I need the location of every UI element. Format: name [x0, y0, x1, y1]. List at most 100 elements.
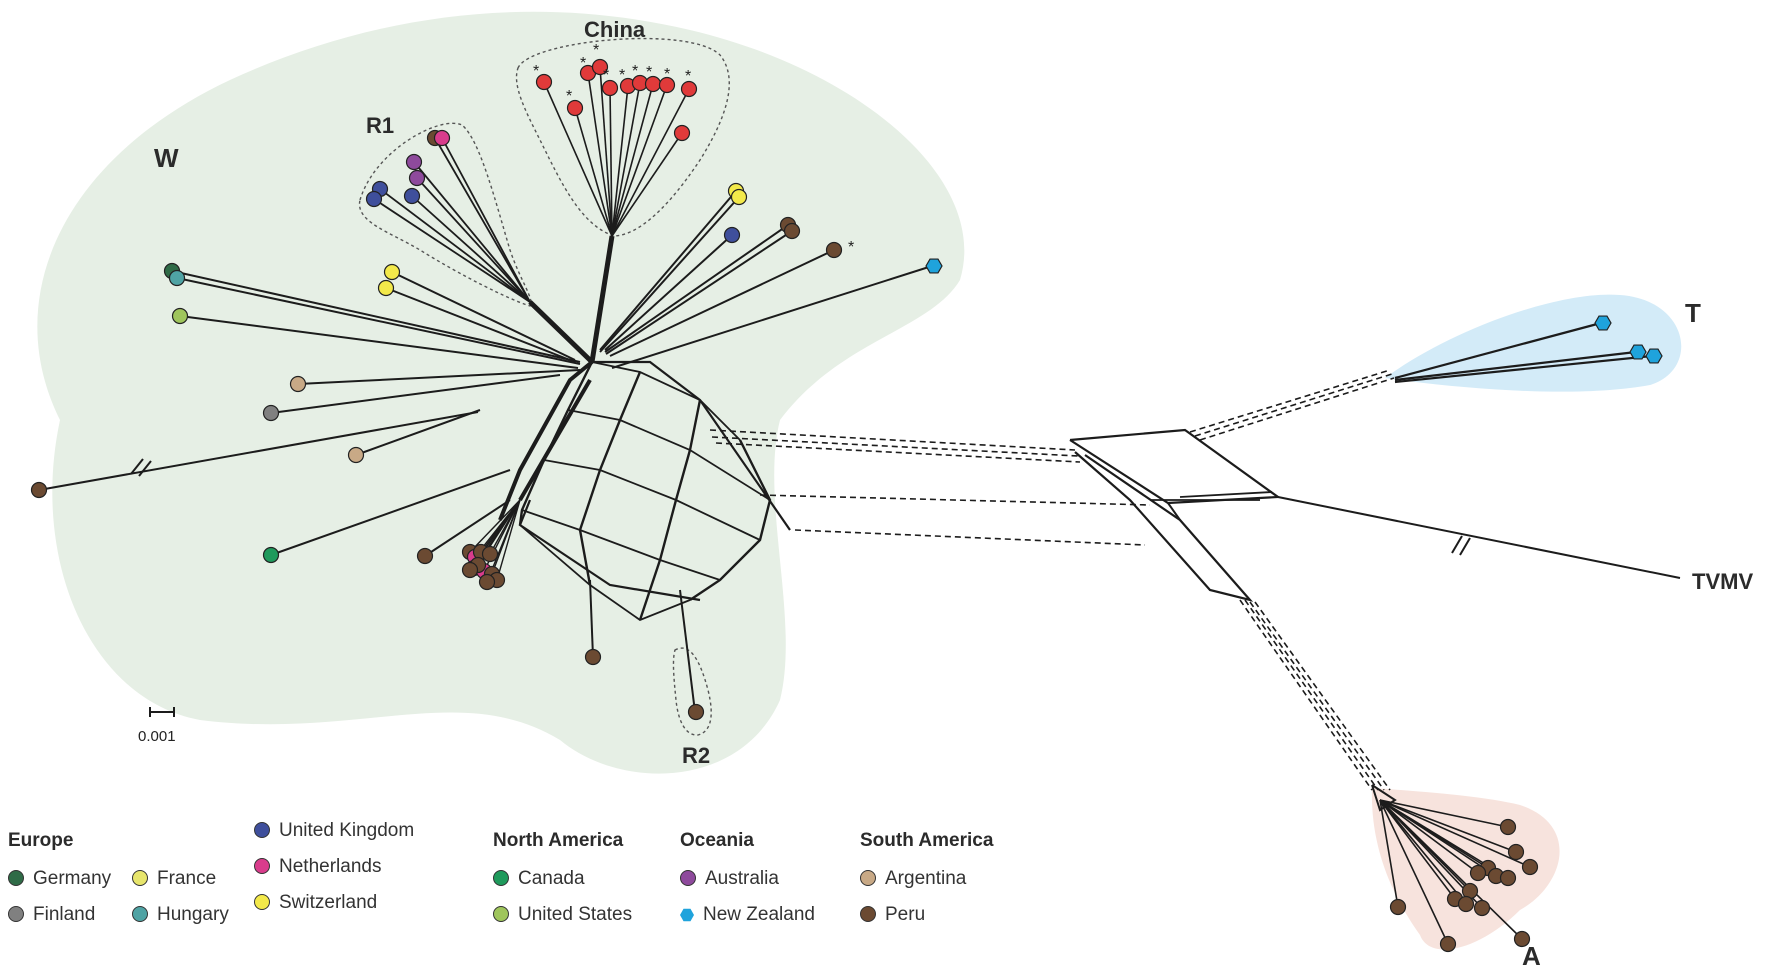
network-edge — [518, 378, 592, 502]
network-edge — [1254, 601, 1391, 791]
legend-item-peru: Peru — [860, 904, 993, 926]
sample-node — [377, 279, 395, 297]
sample-node-china — [658, 76, 676, 94]
network-edge — [589, 579, 594, 658]
legend-item-argentina: Argentina — [860, 868, 993, 890]
sample-node — [687, 703, 705, 721]
network-edge — [521, 509, 721, 581]
legend-swatch — [254, 894, 270, 910]
label-cluster-china: China — [584, 17, 646, 42]
network-edge — [1179, 491, 1273, 498]
label-group-a: A — [1522, 941, 1541, 971]
legend-swatch — [493, 906, 509, 922]
legend-swatch — [860, 906, 876, 922]
legend-item-united-kingdom: United Kingdom — [254, 820, 414, 842]
sample-node-peru — [1469, 864, 1487, 882]
legend-col-oceania: Oceania Australia New Zealand — [680, 828, 815, 926]
network-edge — [715, 442, 1081, 463]
network-edge — [1239, 599, 1373, 791]
network-edge — [1189, 369, 1391, 433]
sample-node-peru — [1521, 858, 1539, 876]
network-edge — [176, 277, 581, 365]
network-edge — [424, 499, 511, 557]
sample-node — [723, 226, 741, 244]
network-edge — [1379, 799, 1449, 945]
legend-item-australia: Australia — [680, 868, 815, 890]
legend-item-france: France — [132, 868, 229, 890]
network-edge — [528, 300, 594, 364]
network-edge — [611, 84, 668, 237]
sample-node — [481, 545, 499, 563]
network-edge — [709, 429, 1076, 451]
network-edge — [1379, 799, 1523, 940]
network-edge — [391, 271, 576, 361]
sample-node — [383, 263, 401, 281]
network-edge — [179, 315, 579, 369]
asterisk-marker: * — [593, 42, 599, 59]
asterisk-marker: * — [646, 64, 652, 81]
legend-item-germany: Germany — [8, 868, 111, 890]
scale-bar — [149, 707, 175, 717]
sample-node-peru — [1473, 899, 1491, 917]
asterisk-marker: * — [632, 63, 638, 80]
network-edge — [38, 411, 479, 491]
network-edge — [270, 469, 511, 556]
network-edge — [1394, 354, 1653, 384]
legend-heading-north-america: North America — [493, 830, 624, 851]
legend-col-europe-2: . France Hungary — [132, 828, 229, 926]
network-edge — [543, 459, 761, 541]
asterisk-marker: * — [664, 66, 670, 83]
network-edge — [611, 265, 933, 369]
legend-heading-europe: Europe — [8, 830, 74, 851]
network-edges — [38, 66, 1681, 945]
network-edge — [599, 190, 737, 351]
network-edge — [599, 66, 613, 237]
network-edge — [496, 499, 521, 581]
branch-break-marks — [130, 458, 1471, 556]
network-edge — [171, 270, 581, 363]
legend-item-united-states: United States — [493, 904, 632, 926]
legend-col-europe-3: United Kingdom Netherlands Switzerland — [254, 820, 414, 914]
sample-node-new-zealand — [1629, 344, 1647, 360]
sample-node-new-zealand — [1594, 315, 1612, 331]
network-edge — [441, 137, 531, 303]
label-cluster-r1: R1 — [366, 113, 394, 138]
network-edge — [604, 224, 789, 353]
asterisk-marker: * — [533, 63, 539, 80]
legend-col-north-america: North America Canada United States — [493, 828, 632, 926]
network-edge — [379, 188, 531, 303]
legend-item-canada: Canada — [493, 868, 632, 890]
label-group-t: T — [1685, 298, 1701, 328]
asterisk-marker: * — [580, 55, 586, 72]
sample-node-peru — [1439, 935, 1457, 953]
label-outgroup-tvmv: TVMV — [1692, 569, 1753, 594]
network-edge — [591, 361, 741, 441]
sample-node-peru — [1457, 895, 1475, 913]
network-edge — [411, 195, 531, 303]
network-edge — [373, 198, 531, 303]
network-edge — [413, 161, 531, 303]
sample-node — [262, 546, 280, 564]
network-edge — [1277, 496, 1681, 579]
legend-swatch — [8, 906, 24, 922]
sample-node — [416, 547, 434, 565]
outline-r2 — [672, 647, 712, 736]
network-edge — [604, 234, 733, 351]
network-edge — [1379, 799, 1399, 908]
network-edge — [297, 369, 581, 385]
legend-swatch — [860, 870, 876, 886]
network-edge — [1249, 601, 1385, 791]
network-edge — [1244, 599, 1379, 791]
network-edge — [1371, 784, 1397, 812]
legend-swatch — [254, 822, 270, 838]
sample-node-peru — [1499, 869, 1517, 887]
legend-swatch — [493, 870, 509, 886]
network-edge — [567, 409, 771, 501]
network-edge — [469, 499, 521, 553]
sample-node-peru — [1507, 843, 1525, 861]
network-edge — [599, 196, 740, 353]
network-edge — [1379, 799, 1531, 868]
sample-node-china — [680, 80, 698, 98]
network-edge — [1379, 799, 1467, 905]
network-edge — [434, 137, 531, 303]
